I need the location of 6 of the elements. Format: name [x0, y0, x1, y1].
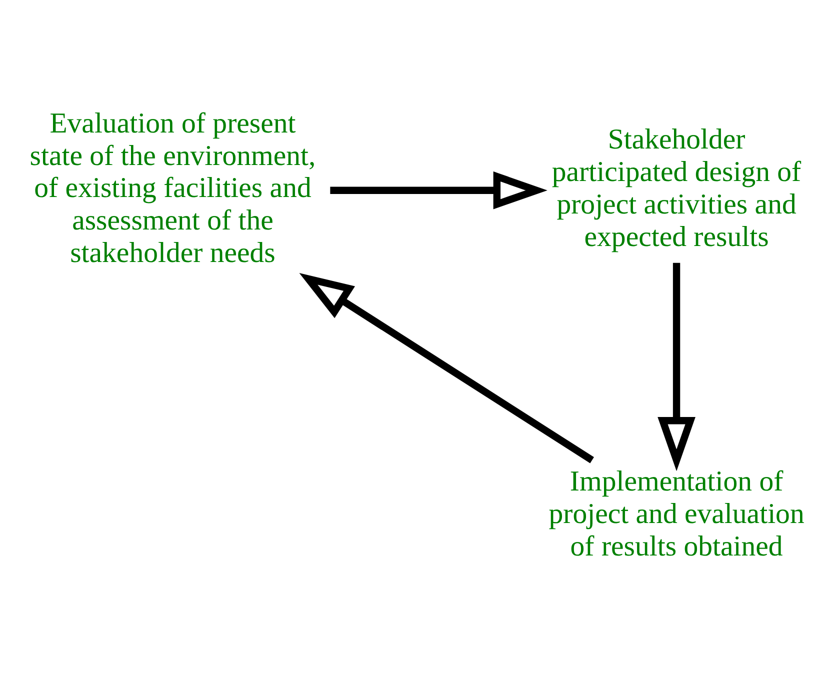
arrow	[658, 262, 696, 472]
arrow	[299, 273, 594, 464]
arrow	[330, 171, 548, 210]
node-text: Evaluation of present state of the environment, of existing facilities and assessment of the stakeholder needs	[30, 107, 316, 269]
node-text: Implementation of project and evaluation of results obtained	[548, 465, 804, 562]
node-text: Stakeholder participated design of project activities and expected results	[552, 124, 802, 253]
